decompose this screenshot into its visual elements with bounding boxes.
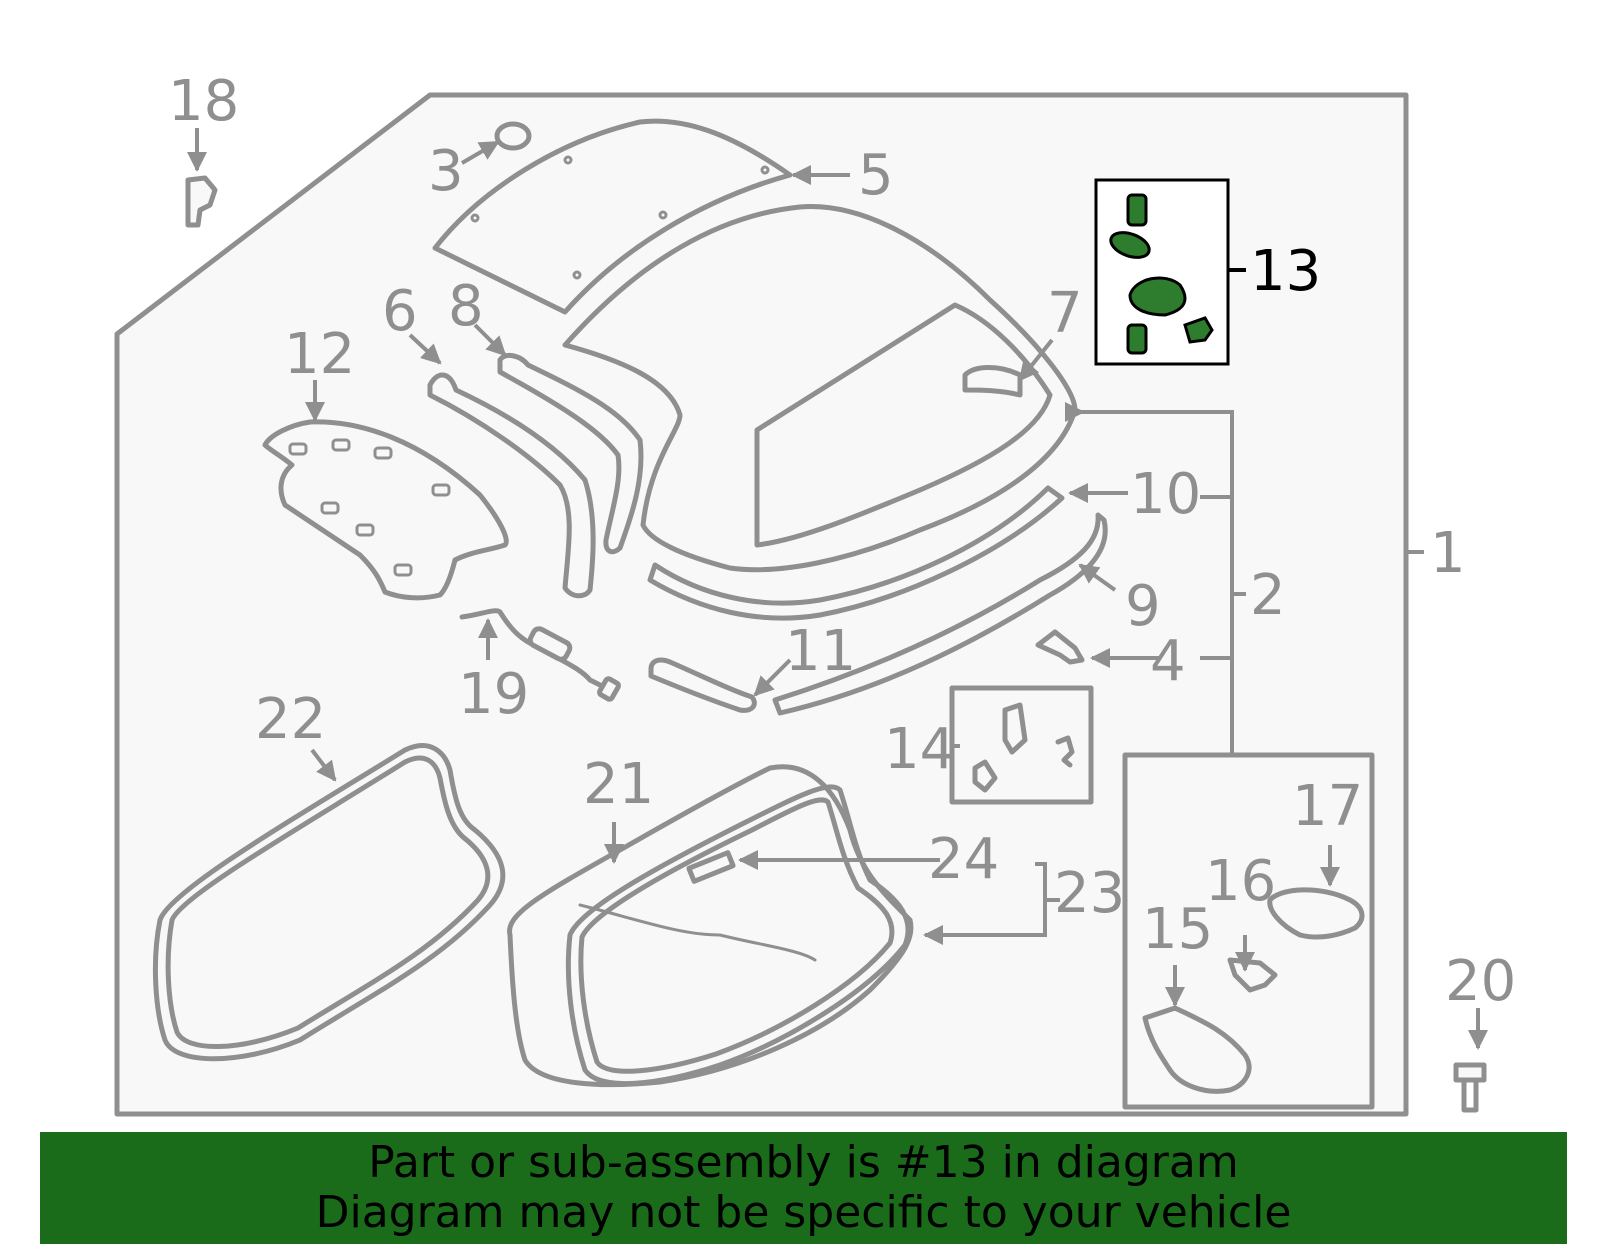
callout-22: 22 xyxy=(255,687,326,752)
callout-19: 19 xyxy=(458,662,529,727)
callout-5: 5 xyxy=(858,143,894,208)
part-22-seal xyxy=(152,743,506,1062)
part-12-panel xyxy=(262,419,509,601)
part-19-cable xyxy=(459,608,603,688)
banner-line-2: Diagram may not be specific to your vehi… xyxy=(315,1187,1292,1238)
part-23-seal-inner xyxy=(578,797,895,1074)
callout-18: 18 xyxy=(168,69,239,134)
callout-12: 12 xyxy=(284,322,355,387)
callout-3: 3 xyxy=(428,139,464,204)
part-10-frame xyxy=(647,485,1065,621)
callout-21: 21 xyxy=(583,752,654,817)
part-9-weatherstrip xyxy=(772,512,1108,716)
part-24-strip xyxy=(686,850,736,884)
callout-1: 1 xyxy=(1430,521,1466,586)
callout-9: 9 xyxy=(1125,574,1161,639)
leader-lines xyxy=(187,128,1488,1050)
part-21-inner-line xyxy=(578,903,817,962)
callout-16: 16 xyxy=(1205,849,1276,914)
part-15-handle xyxy=(1142,1005,1252,1094)
callout-2: 2 xyxy=(1250,563,1286,628)
part-19-connector xyxy=(527,626,573,662)
callout-7: 7 xyxy=(1047,281,1083,346)
callout-8: 8 xyxy=(448,274,484,339)
rear-window xyxy=(754,302,1053,548)
callout-labels: 1 2 3 4 5 6 7 8 9 10 11 12 13 14 15 16 1… xyxy=(168,69,1516,1014)
part-12-clips xyxy=(288,438,451,577)
part-17-cap xyxy=(1267,887,1365,940)
part-3-clip xyxy=(494,121,532,151)
part-7-latch xyxy=(962,365,1023,398)
callout-15: 15 xyxy=(1142,897,1213,962)
info-banner: Part or sub-assembly is #13 in diagram D… xyxy=(40,1132,1567,1244)
part-14-piece-a xyxy=(1002,702,1028,755)
part-20-bolt xyxy=(1453,1062,1487,1113)
callout-20: 20 xyxy=(1445,949,1516,1014)
callout-4: 4 xyxy=(1150,629,1186,694)
part-22-seal-inner xyxy=(165,755,491,1049)
callout-23: 23 xyxy=(1054,861,1125,926)
part-19-plug xyxy=(597,676,621,702)
part-11-strip xyxy=(648,657,757,713)
part-4-bracket xyxy=(1035,629,1085,665)
part-23-seal xyxy=(565,784,911,1087)
part-5-holes xyxy=(470,155,770,280)
part-13-hardware xyxy=(1109,193,1214,355)
part-6-strip xyxy=(427,372,596,599)
part-14-piece-b xyxy=(972,759,998,793)
callout-24: 24 xyxy=(928,827,999,892)
callout-17: 17 xyxy=(1292,774,1363,839)
part-8-strip xyxy=(497,352,644,555)
callout-14: 14 xyxy=(884,717,955,782)
callout-10: 10 xyxy=(1130,462,1201,527)
part-5-cover xyxy=(432,118,793,315)
callout-11: 11 xyxy=(785,619,856,684)
callout-6: 6 xyxy=(382,279,418,344)
part-14-piece-c xyxy=(1055,735,1075,768)
part-18-clip xyxy=(185,175,218,228)
callout-13: 13 xyxy=(1250,239,1321,304)
banner-line-1: Part or sub-assembly is #13 in diagram xyxy=(368,1137,1239,1188)
